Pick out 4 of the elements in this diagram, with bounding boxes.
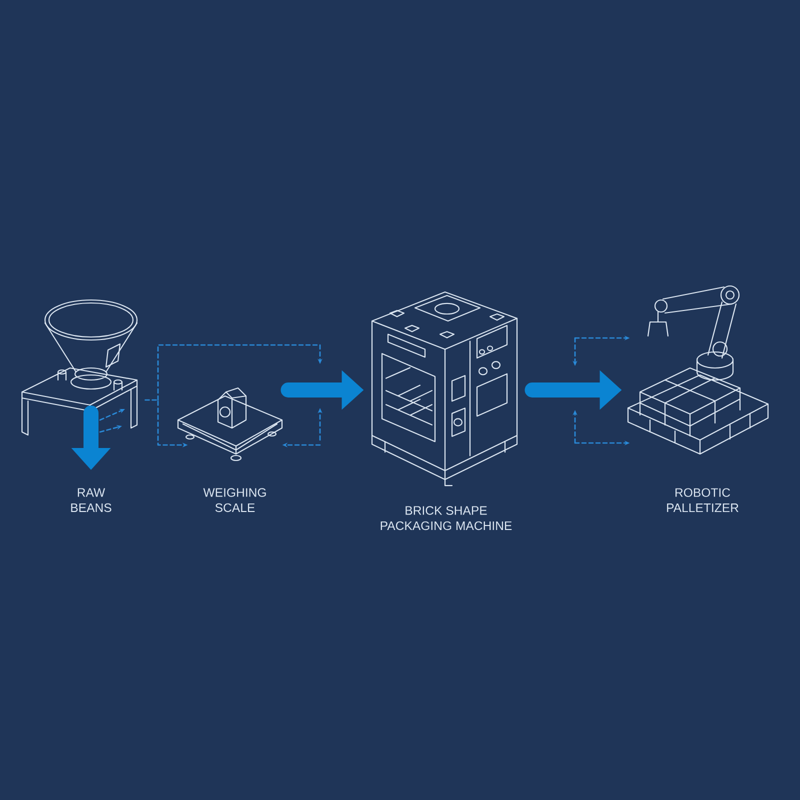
station-label: WEIGHING SCALE [203,488,266,512]
station-label: BRICK SHAPE PACKAGING MACHINE [380,506,512,530]
station-label: RAW BEANS [71,488,112,512]
station-label: ROBOTIC PALLETIZER [667,488,738,512]
